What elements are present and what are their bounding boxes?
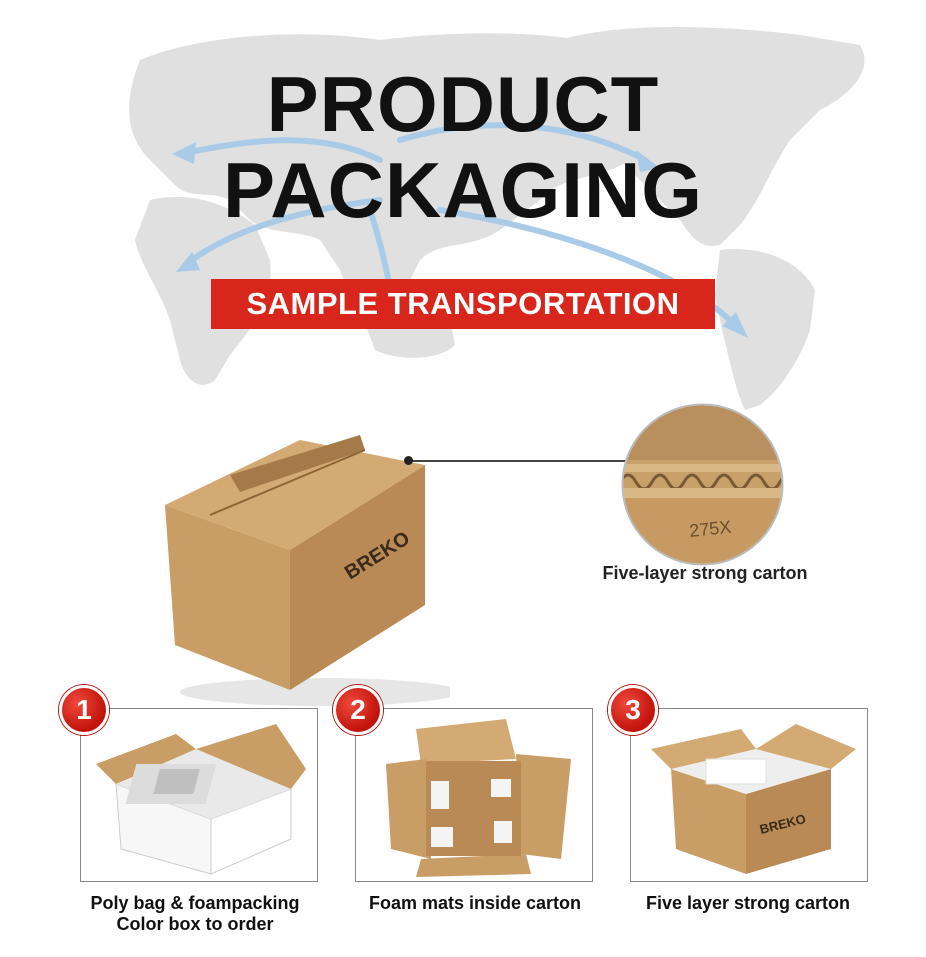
step-2-caption: Foam mats inside carton <box>368 893 582 913</box>
step-1-caption: Poly bag & foampacking Color box to orde… <box>50 893 340 935</box>
carton-box-image: BREKO <box>165 435 450 706</box>
five-layer-carton-label: Five-layer strong carton <box>602 563 808 583</box>
corrugated-layer-zoom-image: 275X <box>621 403 784 566</box>
step-3-panel: BREKO <box>630 708 868 882</box>
carton-print-text: 275X <box>688 517 732 541</box>
step-1-caption-line1: Poly bag & foampacking <box>90 893 300 913</box>
page-title-line2: PACKAGING <box>223 146 703 234</box>
page-title-line1: PRODUCT <box>266 60 660 148</box>
step-3-badge: 3 <box>608 685 658 735</box>
step-1-panel <box>80 708 318 882</box>
packed-carton-image: BREKO <box>651 724 856 874</box>
sample-transportation-banner: SAMPLE TRANSPORTATION <box>211 279 715 329</box>
zoom-connector-line <box>408 460 633 462</box>
zoom-anchor-dot <box>404 456 413 465</box>
step-2-panel <box>355 708 593 882</box>
step-3-caption: Five layer strong carton <box>645 893 851 913</box>
step-1-badge: 1 <box>59 685 109 735</box>
colorbox-foam-image <box>96 724 306 875</box>
foam-mats-carton-image <box>386 719 571 877</box>
step-1-caption-line2: Color box to order <box>116 914 274 934</box>
step-2-badge: 2 <box>333 685 383 735</box>
world-map-background <box>129 26 865 410</box>
